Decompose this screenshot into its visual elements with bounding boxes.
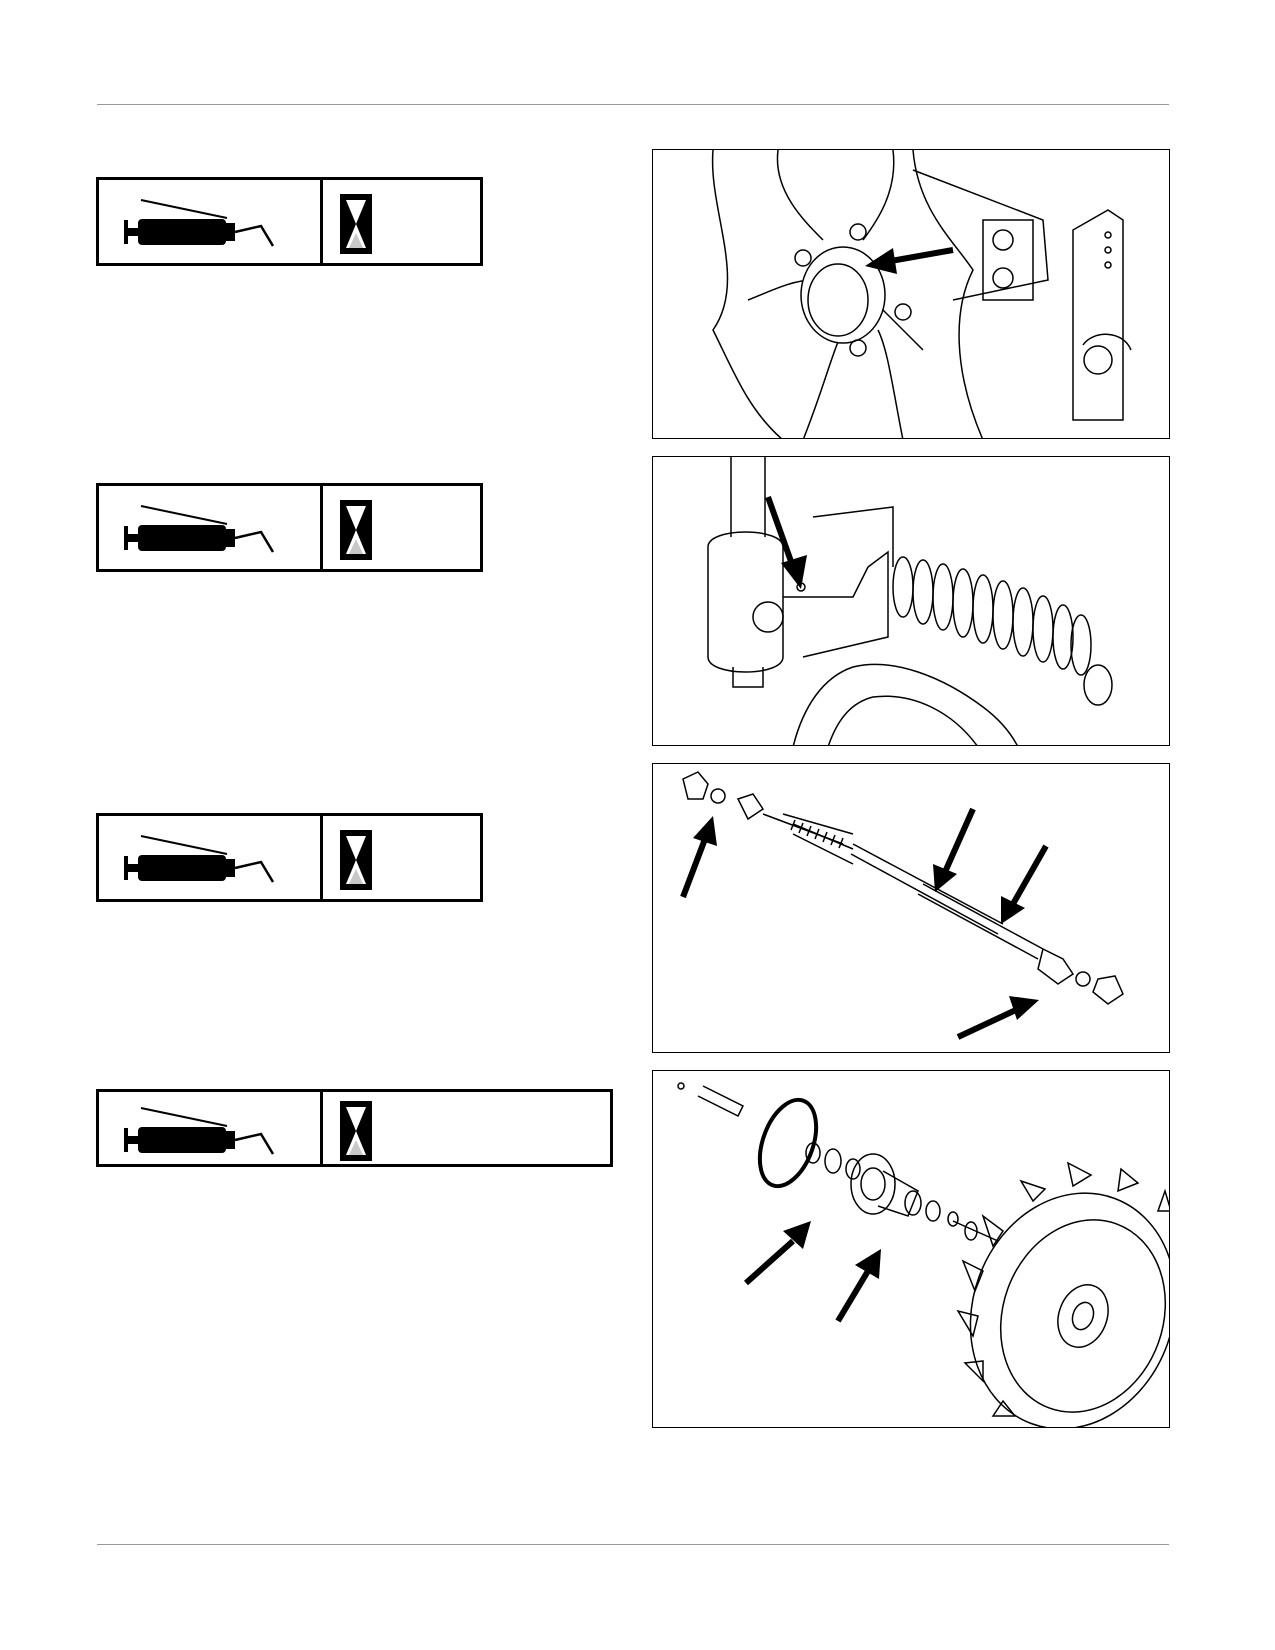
driveshaft-illustration <box>680 771 1124 1040</box>
grease-gun-icon <box>124 835 275 883</box>
hourglass-icon <box>340 830 372 890</box>
hourglass-icon <box>340 1101 372 1161</box>
footer-rule <box>97 1544 1169 1545</box>
header-rule <box>97 104 1169 105</box>
figure-driveshaft <box>652 763 1170 1053</box>
wheel-bearing-illustration <box>677 1082 1169 1427</box>
figure-wheel-hub <box>652 149 1170 439</box>
grease-gun-icon <box>124 505 275 553</box>
grease-gun-icon <box>124 199 275 247</box>
lube-interval-box-1 <box>96 177 483 266</box>
box-divider <box>320 1092 323 1164</box>
box-divider <box>320 816 323 899</box>
lube-interval-box-4 <box>96 1089 613 1167</box>
hourglass-icon <box>340 194 372 254</box>
figure-pivot-arm <box>652 456 1170 746</box>
pivot-arm-illustration <box>707 457 1113 745</box>
figure-wheel-bearing <box>652 1070 1170 1428</box>
lube-interval-box-2 <box>96 483 483 572</box>
grease-gun-icon <box>124 1107 275 1155</box>
box-divider <box>320 486 323 569</box>
hourglass-icon <box>340 500 372 560</box>
lube-interval-box-3 <box>96 813 483 902</box>
box-divider <box>320 180 323 263</box>
wheel-hub-illustration <box>711 150 1132 438</box>
